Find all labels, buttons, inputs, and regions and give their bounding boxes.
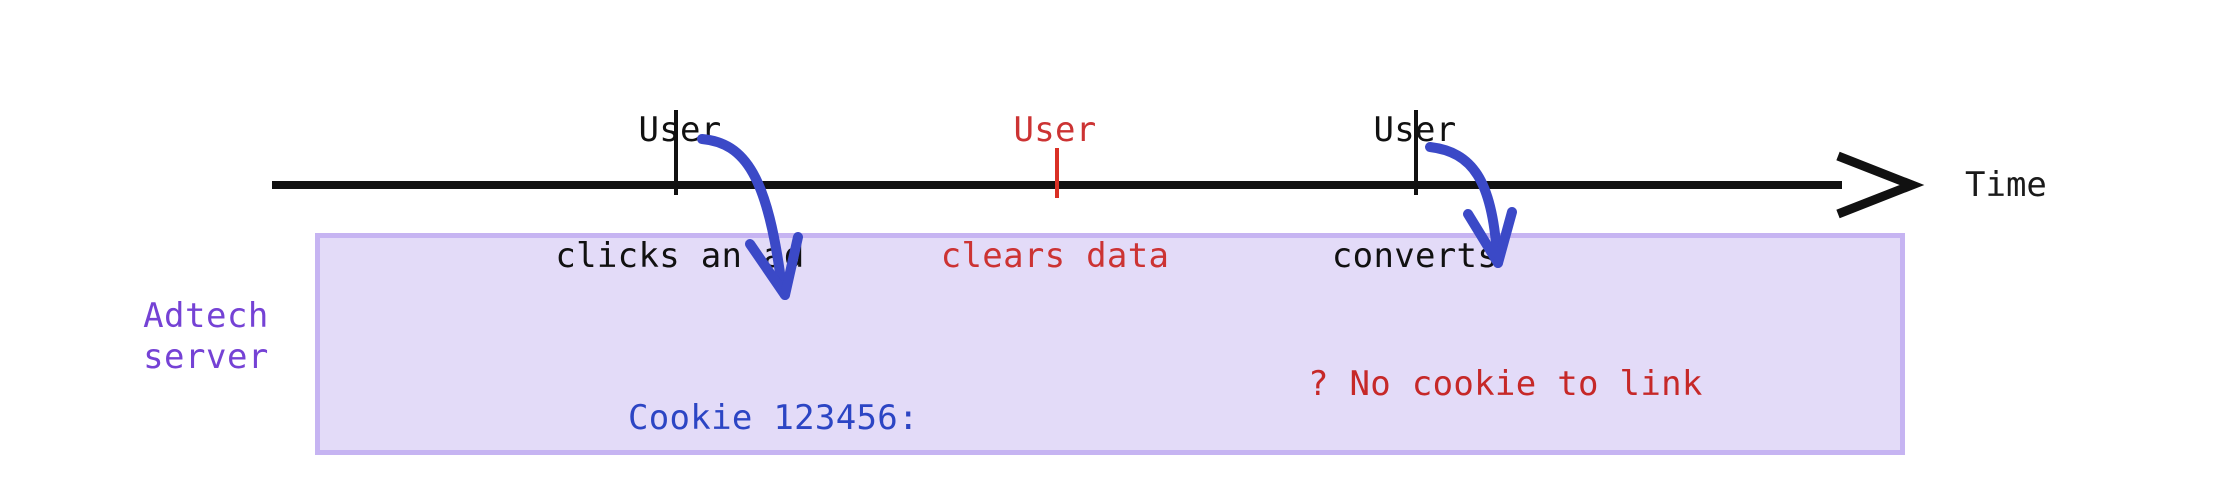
event-caption-line1: User [638, 110, 722, 150]
event-caption-line2: clicks an ad [555, 236, 805, 276]
event-caption-line1: User [1013, 110, 1097, 150]
no-conversion-note: ? No cookie to link this conversion to ⇒… [1308, 274, 1703, 498]
timeline-axis-label: Time [1965, 165, 2047, 205]
cookie-set-note-line1: Cookie 123456: [628, 398, 919, 438]
tick-user-converts [1414, 110, 1418, 195]
event-caption-line2: clears data [940, 236, 1170, 276]
cookie-set-note: Cookie 123456: Ad clicked [628, 308, 919, 498]
adtech-server-lane-box [315, 233, 1905, 455]
event-caption-line2: converts [1331, 236, 1499, 276]
tick-user-clicks-ad [674, 110, 678, 195]
no-conversion-note-line2: this conversion to [1308, 494, 1703, 498]
event-caption-line1: User [1373, 110, 1457, 150]
timeline-arrowhead-icon [1836, 151, 1925, 219]
adtech-server-lane-label: Adtech server [143, 296, 269, 377]
no-conversion-note-line1: ? No cookie to link [1308, 364, 1703, 404]
tick-user-clears-data [1055, 148, 1059, 198]
event-caption-user-clears-data: User clears data [925, 25, 1185, 361]
